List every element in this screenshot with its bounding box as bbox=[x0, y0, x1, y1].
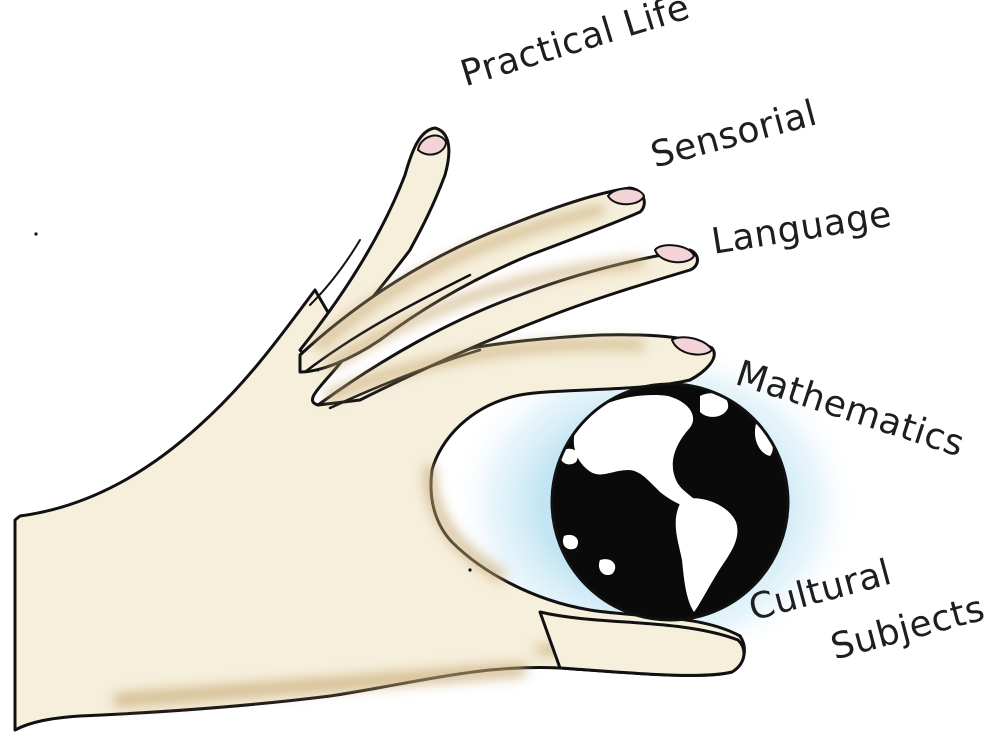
stray-dot bbox=[468, 568, 471, 571]
globe-icon bbox=[552, 384, 788, 620]
stray-dot bbox=[34, 232, 37, 235]
